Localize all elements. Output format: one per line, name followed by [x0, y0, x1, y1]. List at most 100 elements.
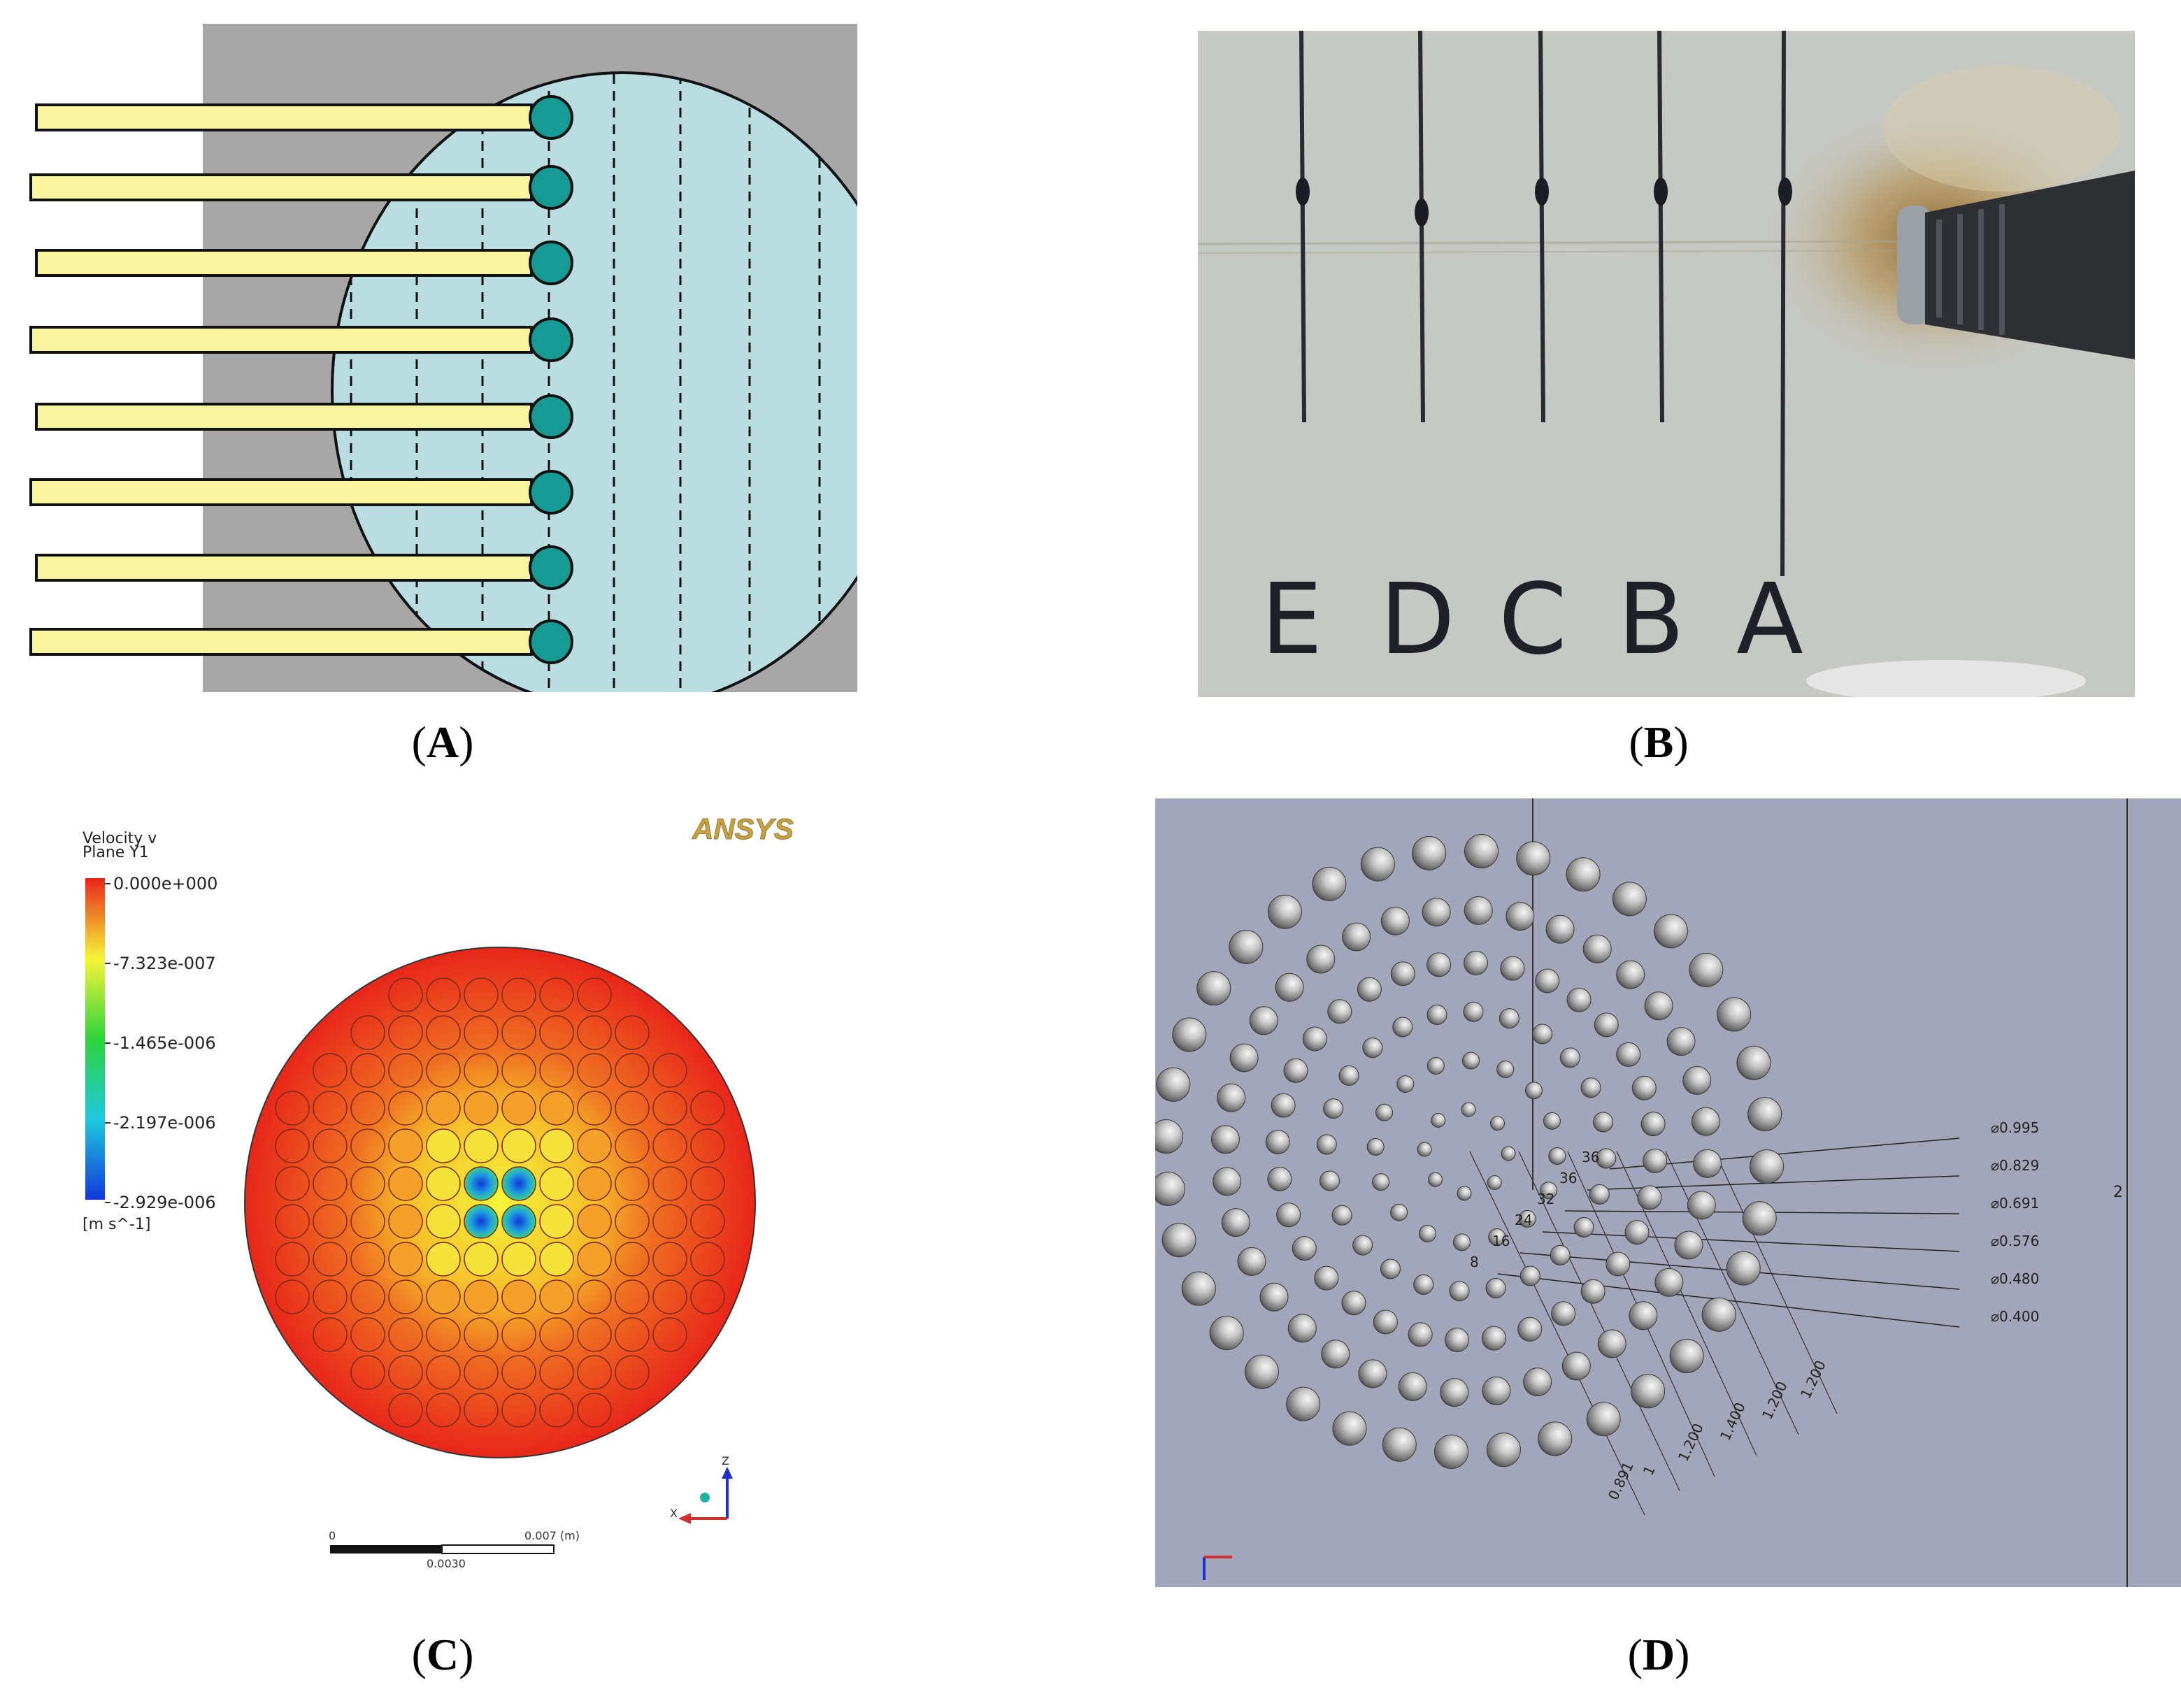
- pellet-sphere: [1358, 1359, 1387, 1388]
- pellet-sphere: [1357, 977, 1382, 1002]
- nozzle-icon: [1897, 171, 2135, 359]
- pellet-sphere: [1612, 882, 1647, 917]
- pellet-sphere: [1582, 934, 1612, 963]
- rod-cell: [652, 1279, 687, 1314]
- pellet-sphere: [1573, 1217, 1594, 1238]
- rod-cell: [615, 1242, 650, 1277]
- panel-c-drawing: Velocity v Plane Y1 0.000e+000-7.323e-00…: [83, 812, 794, 1571]
- pellet-sphere: [1422, 898, 1451, 927]
- pellet-sphere: [1736, 1045, 1771, 1080]
- pellet-sphere: [1637, 1185, 1662, 1210]
- rod-cell: [615, 1053, 650, 1088]
- rod-cell: [501, 1091, 536, 1126]
- rod-cell: [464, 1091, 499, 1126]
- pellet-sphere: [1314, 1265, 1339, 1291]
- fiber-tip: [529, 95, 573, 140]
- rod-cell: [426, 1279, 461, 1314]
- rod-cell: [275, 1166, 310, 1201]
- pellet-sphere: [1331, 1205, 1352, 1226]
- pellet-sphere: [1449, 1281, 1470, 1302]
- pellet-sphere: [1580, 1077, 1601, 1098]
- pellet-sphere: [1566, 987, 1592, 1012]
- caption-b: (B): [1629, 717, 1689, 767]
- pellet-sphere: [1669, 1339, 1704, 1374]
- rod-cell: [539, 1091, 574, 1126]
- spacing-dimension: 0.891: [1605, 1459, 1637, 1502]
- pellet-sphere: [1523, 1368, 1552, 1397]
- fiber-tip: [529, 545, 573, 590]
- pellet-sphere: [1398, 1372, 1427, 1401]
- pellet-sphere: [1380, 1258, 1401, 1279]
- pellet-sphere: [1501, 1146, 1516, 1161]
- rod-cell: [539, 1242, 574, 1277]
- pellet-sphere: [1500, 956, 1525, 981]
- pellet-sphere: [1482, 1376, 1511, 1405]
- pellet-sphere: [1747, 1097, 1782, 1132]
- side-dimension: 2: [2113, 1184, 2123, 1201]
- legend-tick-label: 0.000e+000: [113, 874, 217, 894]
- pellet-sphere: [1559, 1047, 1580, 1068]
- pellet-sphere: [1580, 1279, 1606, 1304]
- pellet-sphere: [1674, 1230, 1703, 1260]
- pellet-sphere: [1596, 1148, 1617, 1169]
- rod-cell: [690, 1242, 725, 1277]
- rod-cell: [464, 1204, 499, 1239]
- rod-cell: [426, 1128, 461, 1163]
- pellet-sphere: [1518, 1210, 1536, 1228]
- rod-cell: [577, 1242, 612, 1277]
- pellet-sphere: [1292, 1236, 1317, 1261]
- rod-cell: [275, 1242, 310, 1277]
- rod-cell: [426, 1393, 461, 1428]
- rod-cell: [426, 1015, 461, 1050]
- pellet-sphere: [1431, 1113, 1446, 1128]
- pellet-sphere: [1726, 1251, 1761, 1286]
- pellet-sphere: [1538, 1421, 1573, 1456]
- pellet-sphere: [1382, 1427, 1417, 1462]
- pellet-sphere: [1434, 1434, 1469, 1469]
- pellet-sphere: [1463, 1001, 1484, 1022]
- fiber-rod: [29, 173, 533, 201]
- pellet-sphere: [1644, 991, 1673, 1021]
- pellet-sphere: [1417, 1142, 1432, 1157]
- fiber-tip: [529, 241, 573, 285]
- fiber-rod: [35, 103, 533, 131]
- rod-cell: [388, 1015, 423, 1050]
- rod-cell: [690, 1279, 725, 1314]
- rod-cell: [426, 1091, 461, 1126]
- pellet-sphere: [1237, 1247, 1266, 1276]
- pellet-sphere: [1682, 1065, 1712, 1095]
- pellet-sphere: [1517, 1316, 1543, 1342]
- pellet-sphere: [1463, 950, 1488, 975]
- panel-c-simulation: Velocity v Plane Y1 0.000e+000-7.323e-00…: [70, 797, 853, 1580]
- rod-cell: [464, 1242, 499, 1277]
- diameter-label: ⌀0.576: [1991, 1233, 2039, 1249]
- rod-cell: [501, 1393, 536, 1428]
- pellet-sphere: [1624, 1220, 1650, 1245]
- wire-line: [1780, 31, 1786, 577]
- rod-cell: [426, 977, 461, 1012]
- rod-cell: [501, 1317, 536, 1352]
- plate-letter-label: A: [1736, 563, 1803, 677]
- rod-cell: [577, 977, 612, 1012]
- pellet-sphere: [1597, 1329, 1626, 1358]
- rod-cell: [388, 1355, 423, 1390]
- rod-cell: [388, 1317, 423, 1352]
- pellet-sphere: [1551, 1301, 1576, 1326]
- rod-cell: [539, 1015, 574, 1050]
- ring-count-label: 8: [1470, 1254, 1479, 1270]
- pellet-sphere: [1244, 1354, 1279, 1389]
- rod-cell: [464, 1166, 499, 1201]
- rod-cell: [275, 1091, 310, 1126]
- diameter-label: ⌀0.400: [1991, 1308, 2039, 1325]
- pellet-sphere: [1332, 1411, 1367, 1446]
- rod-cell: [539, 1393, 574, 1428]
- plate-letter-label: D: [1380, 563, 1455, 677]
- pellet-sphere: [1426, 952, 1452, 977]
- pellet-sphere: [1210, 1125, 1240, 1154]
- rod-cell: [275, 1279, 310, 1314]
- pellet-sphere: [1524, 1082, 1543, 1100]
- pellet-sphere: [1691, 1107, 1720, 1136]
- pellet-sphere: [1362, 1038, 1383, 1058]
- pellet-sphere: [1654, 1268, 1684, 1297]
- rod-cell: [615, 1015, 650, 1050]
